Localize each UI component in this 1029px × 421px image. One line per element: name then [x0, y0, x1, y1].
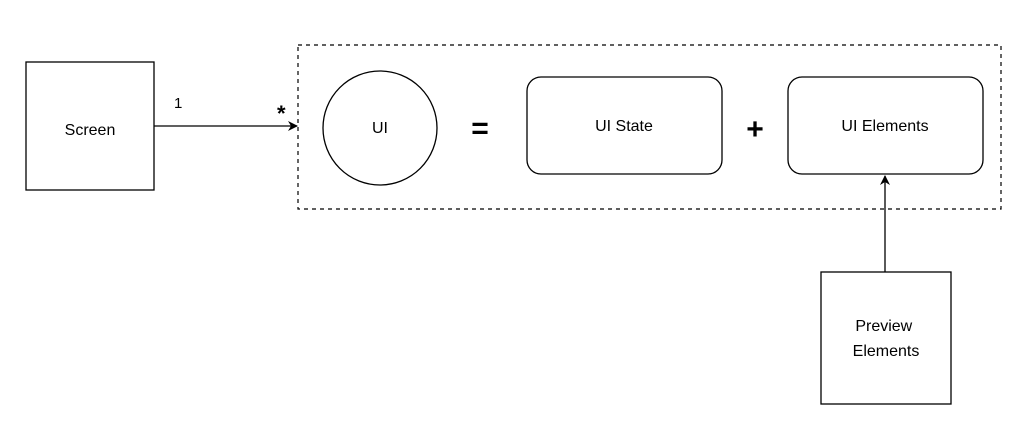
ui-node[interactable]: UI — [322, 70, 438, 186]
source-multiplicity-label: 1 — [174, 95, 182, 112]
ui-state-box — [526, 76, 723, 175]
preview-elements-label-line2: Elements — [853, 343, 920, 360]
ui-elements-node[interactable]: UI Elements — [787, 76, 984, 175]
ui-elements-label: UI Elements — [841, 118, 928, 135]
screen-to-ui-edge: 1 * — [154, 95, 298, 131]
preview-elements-node[interactable]: Preview Elements — [820, 271, 952, 405]
screen-box — [25, 61, 155, 191]
equals-operator: = — [471, 112, 489, 145]
ui-circle — [322, 70, 438, 186]
plus-operator: + — [746, 113, 764, 146]
screen-label: Screen — [65, 122, 116, 139]
ui-state-label: UI State — [595, 118, 653, 135]
preview-elements-label: Preview Elements — [853, 318, 920, 360]
ui-elements-box — [787, 76, 984, 175]
target-multiplicity-label: * — [277, 101, 286, 126]
screen-node[interactable]: Screen — [25, 61, 155, 191]
ui-label: UI — [372, 120, 388, 137]
ui-state-node[interactable]: UI State — [526, 76, 723, 175]
preview-elements-label-line1: Preview — [855, 318, 912, 335]
preview-elements-box — [820, 271, 952, 405]
ui-group-frame — [297, 44, 1002, 210]
